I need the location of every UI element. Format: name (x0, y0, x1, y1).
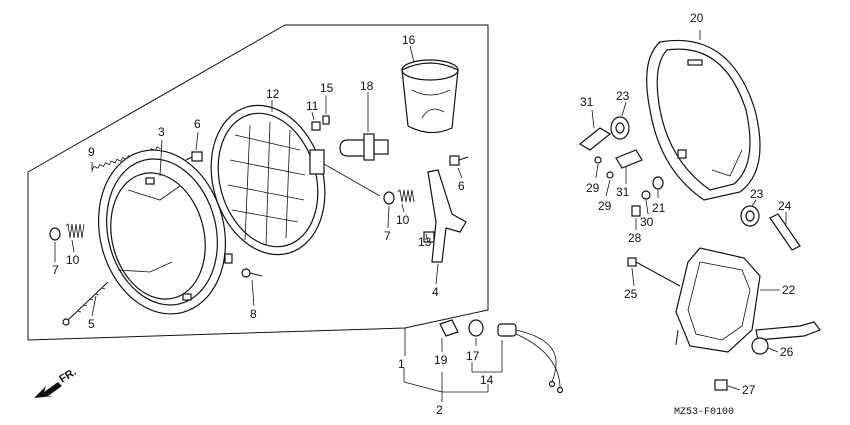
callout-13: 13 (418, 235, 432, 249)
callout-2: 2 (436, 403, 443, 417)
callout-5: 5 (88, 317, 95, 331)
grommet-part-17 (468, 319, 484, 337)
callout-19: 19 (434, 353, 448, 367)
callout-7-right: 7 (384, 229, 391, 243)
wire-harness-part-14 (497, 323, 564, 394)
front-direction-label: FR. (57, 366, 78, 386)
bulb-part-18 (339, 133, 389, 161)
screw-part-29-upper (594, 156, 602, 164)
callout-24: 24 (778, 199, 792, 213)
dust-cover-part-16 (401, 59, 459, 134)
callout-7-left: 7 (52, 263, 59, 277)
headlight-rim-part-3 (97, 149, 233, 315)
leader-bulb-to-washer (323, 163, 381, 197)
callout-15: 15 (320, 81, 334, 95)
callout-3: 3 (158, 125, 165, 139)
bracket-part-4 (427, 169, 467, 263)
bolt-part-6-right (449, 155, 469, 166)
callout-10-right: 10 (396, 213, 410, 227)
washer-part-7-right (383, 191, 395, 205)
leader-lines (54, 30, 787, 391)
socket-part-19 (439, 319, 459, 337)
callout-20: 20 (690, 11, 704, 25)
bolt-part-25 (627, 257, 681, 287)
callout-22: 22 (782, 283, 796, 297)
callout-8: 8 (250, 307, 257, 321)
bracket-part-22 (675, 247, 821, 353)
callout-27: 27 (742, 383, 756, 397)
callout-4: 4 (432, 285, 439, 299)
screw-part-5 (62, 281, 109, 326)
callout-6-left: 6 (194, 117, 201, 131)
callout-29-upper: 29 (586, 181, 600, 195)
assembly-boundary (27, 24, 489, 341)
callout-30: 30 (640, 215, 654, 229)
callout-26: 26 (780, 345, 794, 359)
callout-6-right: 6 (458, 179, 465, 193)
spring-part-10-right (397, 189, 415, 203)
bolt-part-6-left (185, 151, 203, 162)
callout-10-left: 10 (66, 253, 80, 267)
washer-part-30 (641, 190, 651, 200)
callout-18: 18 (360, 79, 374, 93)
callout-11: 11 (306, 99, 319, 113)
callout-31-lower: 31 (616, 185, 630, 199)
nut-part-26 (751, 337, 769, 355)
callout-16: 16 (402, 33, 416, 47)
collar-part-24 (769, 213, 801, 251)
callout-12: 12 (266, 87, 280, 101)
callout-25: 25 (624, 287, 638, 301)
screw-part-8 (241, 268, 263, 278)
callout-23-upper: 23 (616, 89, 630, 103)
screw-part-29-lower (606, 171, 614, 179)
clip-part-31-lower (615, 149, 643, 169)
headlight-case-part-20 (646, 39, 761, 201)
part-15 (322, 115, 330, 125)
bracket-leaders (403, 328, 503, 402)
callout-9: 9 (88, 145, 95, 159)
collar-part-21 (652, 176, 664, 190)
bolt-part-28 (631, 205, 641, 217)
headlight-unit-part-12 (210, 104, 326, 256)
callout-21: 21 (652, 201, 666, 215)
washer-part-7-left (49, 227, 61, 241)
callout-23-lower: 23 (750, 187, 764, 201)
drawing-code: MZ53-F0100 (674, 407, 734, 418)
grommet-part-23-lower (740, 205, 760, 227)
front-arrow-icon (34, 382, 62, 398)
clip-part-31-upper (578, 127, 612, 151)
callout-29-lower: 29 (598, 199, 612, 213)
callout-31-upper: 31 (580, 95, 594, 109)
nut-part-27 (714, 379, 728, 391)
spring-part-10-left (65, 223, 85, 239)
grommet-part-23-upper (610, 116, 630, 140)
callout-17: 17 (466, 349, 480, 363)
callout-14: 14 (480, 373, 494, 387)
callout-1: 1 (398, 357, 405, 371)
callout-28: 28 (628, 231, 642, 245)
nut-part-11 (311, 121, 321, 131)
